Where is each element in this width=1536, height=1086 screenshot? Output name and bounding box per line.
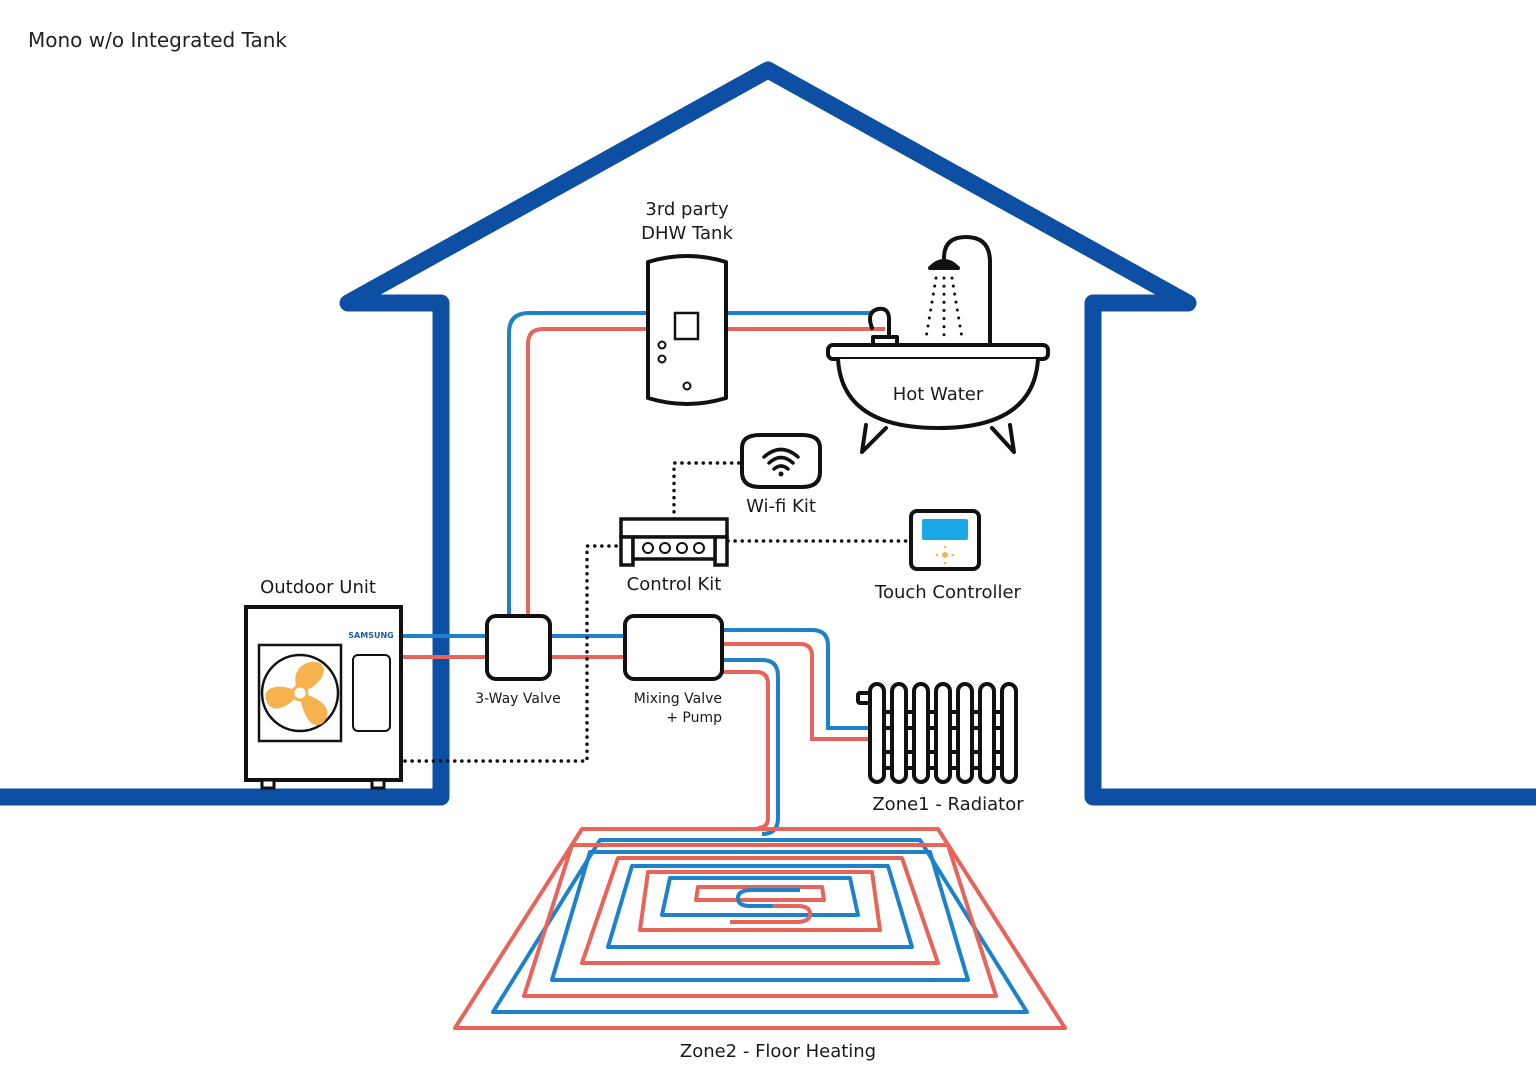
radiator-fin bbox=[912, 682, 930, 784]
floor-coil-loop bbox=[694, 885, 826, 902]
floor-coil-loop bbox=[522, 843, 998, 998]
outdoor-unit[interactable]: SAMSUNG bbox=[244, 605, 403, 790]
floor-coil-loop bbox=[606, 864, 914, 949]
floor-coil-center-return bbox=[736, 888, 800, 908]
wifi-kit-label: Wi-fi Kit bbox=[746, 496, 816, 517]
bathtub-shower-icon[interactable] bbox=[826, 235, 1050, 454]
floor-coil-loop bbox=[453, 827, 1067, 1030]
radiator-label: Zone1 - Radiator bbox=[872, 794, 1024, 815]
control-kit-label: Control Kit bbox=[627, 574, 722, 595]
house-outline bbox=[0, 61, 1536, 806]
outdoor-unit-label: Outdoor Unit bbox=[260, 577, 376, 598]
fan-icon bbox=[265, 661, 328, 726]
control-wires bbox=[403, 461, 912, 763]
diagram-title: Mono w/o Integrated Tank bbox=[28, 28, 287, 52]
floor-coil-center-supply bbox=[730, 904, 812, 924]
touch-controller-icon[interactable] bbox=[909, 509, 981, 571]
radiator-icon[interactable] bbox=[856, 682, 1018, 784]
mixing-valve-pump[interactable] bbox=[623, 614, 724, 681]
three-way-valve-label: 3-Way Valve bbox=[475, 691, 561, 707]
radiator-fin bbox=[934, 682, 952, 784]
mixing-valve-label-line1: Mixing Valve bbox=[634, 691, 722, 707]
wire-control-to-wifi bbox=[672, 461, 744, 521]
bath-label: Hot Water bbox=[893, 384, 984, 405]
floor-coil-loop bbox=[660, 876, 860, 917]
radiator-fin bbox=[868, 682, 886, 784]
floor-coil-loop bbox=[638, 870, 882, 932]
brand-logo: SAMSUNG bbox=[348, 631, 393, 640]
wifi-kit[interactable] bbox=[740, 433, 822, 489]
pipe-3way-to-dhw bbox=[507, 311, 885, 616]
floor-coil-loop bbox=[580, 856, 940, 965]
floor-heating-coil-icon bbox=[453, 827, 1067, 1030]
control-kit-icon[interactable] bbox=[619, 517, 729, 567]
radiator-fin bbox=[978, 682, 996, 784]
floor-coil-loop bbox=[491, 838, 1029, 1014]
three-way-valve[interactable] bbox=[485, 614, 552, 681]
touch-controller-label: Touch Controller bbox=[874, 582, 1022, 603]
dhw-tank-label-line2: DHW Tank bbox=[641, 223, 733, 244]
wifi-icon bbox=[762, 447, 800, 477]
mixing-valve-label-line2: + Pump bbox=[666, 710, 722, 726]
pipe-mixing-to-floor bbox=[722, 658, 780, 836]
radiator-fin bbox=[956, 682, 974, 784]
floor-coil-loop bbox=[550, 850, 970, 982]
water-tank-icon[interactable] bbox=[646, 254, 728, 406]
pipe-mixing-to-radiator bbox=[722, 628, 870, 741]
wire-outdoor-to-control bbox=[403, 544, 623, 763]
radiator-fin bbox=[1000, 682, 1018, 784]
pipe-outdoor-to-3way bbox=[402, 634, 487, 659]
floor-heating-label: Zone2 - Floor Heating bbox=[680, 1041, 876, 1062]
radiator-fin bbox=[890, 682, 908, 784]
dhw-tank-label-line1: 3rd party bbox=[645, 199, 729, 220]
